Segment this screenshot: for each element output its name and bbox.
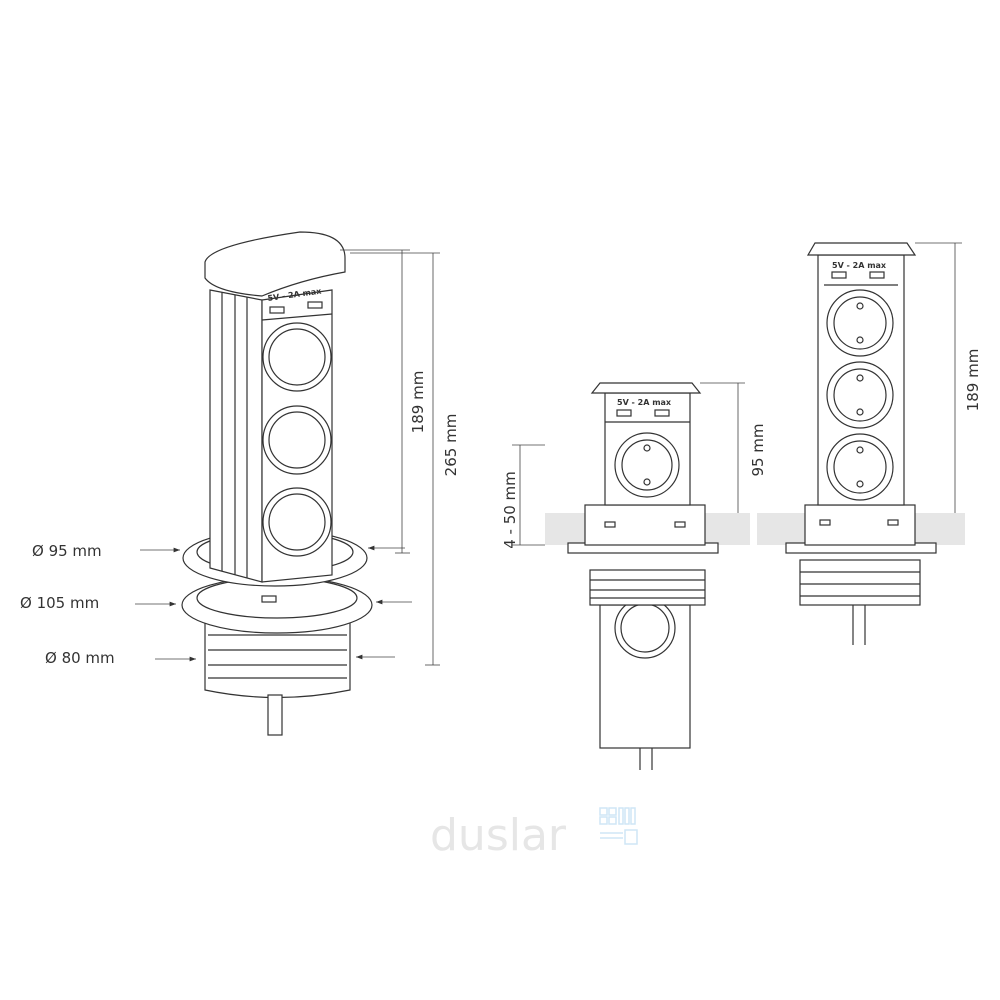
top-cap [590,382,702,394]
column-front [261,289,333,583]
dim-95: 95 mm [749,423,767,476]
collar [584,504,706,546]
watermark-grid-icon [599,807,638,845]
socket-outlets [262,322,332,557]
thread [589,569,706,606]
installed-retracted-view: 5V - 2A max 95 mm 4 - 50 mm [501,382,767,770]
top-cap [806,242,917,256]
dim-dia-95: Ø 95 mm [32,542,102,560]
dim-dia-105: Ø 105 mm [20,594,99,612]
led-slot [261,595,277,603]
column-side [209,289,263,583]
watermark: duslar [430,807,638,861]
svg-text:duslar: duslar [430,810,567,861]
dim-4-50: 4 - 50 mm [501,471,519,549]
dim-dia-80: Ø 80 mm [45,649,115,667]
installed-extended-view: 5V - 2A max 189 mm [757,242,982,645]
dim-189-right: 189 mm [964,349,982,412]
dim-265: 265 mm [442,414,460,477]
cable [267,694,283,736]
usb-label: 5V - 2A max [617,398,672,407]
socket-outlets [826,289,894,501]
usb-label: 5V - 2A max [832,261,887,270]
top-cap [204,231,346,297]
dim-189-left: 189 mm [409,371,427,434]
perspective-view: 5V - 2A max 189 mm 265 mm Ø 95 mm Ø 105 … [20,231,460,736]
lower-housing [599,604,691,749]
thread [799,559,921,606]
